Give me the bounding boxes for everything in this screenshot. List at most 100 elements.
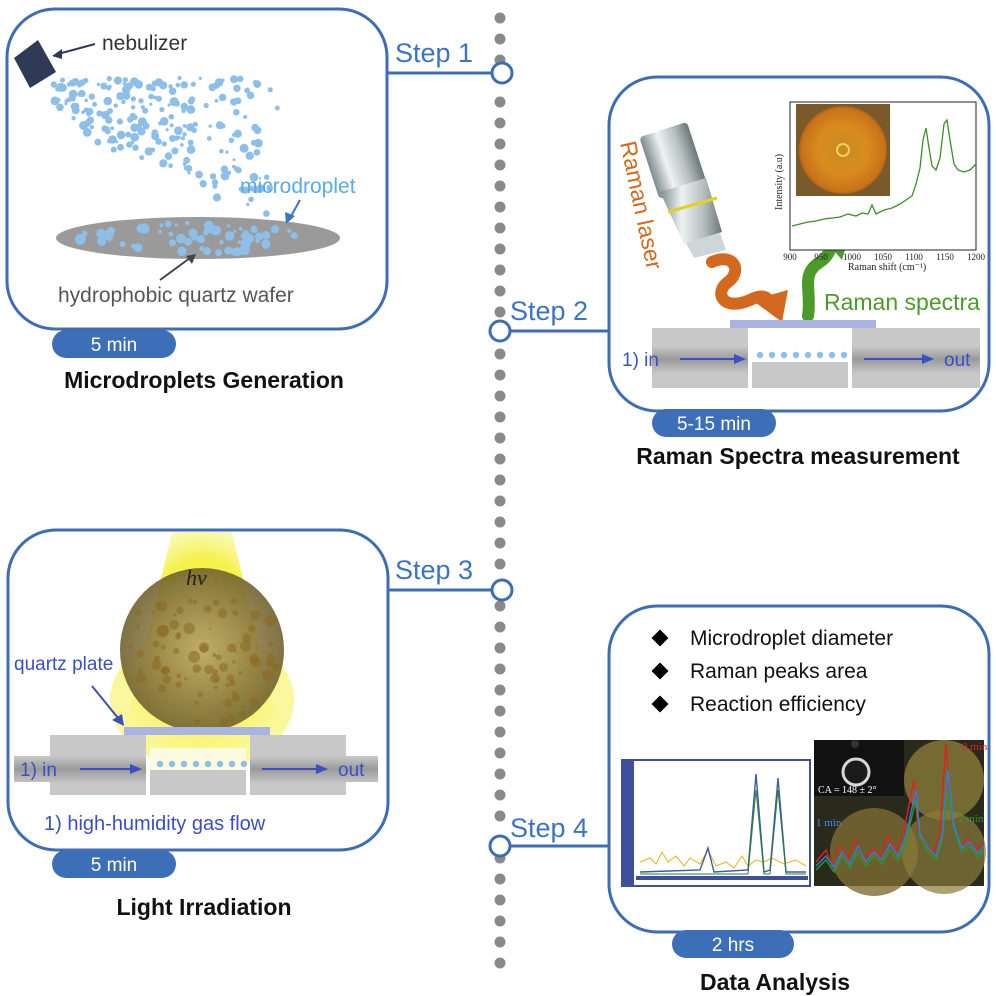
timeline-dot <box>494 96 506 108</box>
spray-droplet <box>185 164 193 173</box>
step1-duration: 5 min <box>91 335 137 356</box>
bubble <box>194 719 201 726</box>
quartz-plate-label: quartz plate <box>14 654 113 675</box>
spray-droplet <box>182 132 187 137</box>
spray-droplet <box>116 92 125 101</box>
step1-title: Microdroplets Generation <box>64 367 344 393</box>
timeline-dot <box>494 369 506 381</box>
spray-droplet <box>60 77 65 83</box>
wafer-droplet <box>82 231 88 237</box>
inset-tick-label: 1000 <box>843 252 862 262</box>
bubble <box>183 622 195 635</box>
chamber-droplet <box>228 760 236 768</box>
spray-droplet <box>110 146 117 153</box>
bubble <box>260 671 265 675</box>
spectra-fit-curve <box>640 789 806 875</box>
wafer-droplet <box>215 249 223 257</box>
step2-chamber-floor <box>752 362 848 388</box>
wafer-droplet <box>119 241 126 248</box>
spray-droplet <box>106 76 112 82</box>
timeline-dot <box>494 642 506 654</box>
wafer-droplet <box>168 231 174 237</box>
bullet-diamond-icon <box>651 629 669 647</box>
spray-droplet <box>256 184 265 193</box>
wafer-droplet <box>96 228 106 238</box>
spray-droplet <box>183 156 191 164</box>
spray-droplet <box>180 102 189 111</box>
wafer-droplet <box>159 223 164 228</box>
timeline-dot <box>494 516 506 528</box>
inset-tick-label: 1050 <box>874 252 893 262</box>
wafer-droplet <box>250 225 258 233</box>
timeline-dot <box>494 726 506 738</box>
step1-frame <box>5 7 389 331</box>
spectra-fit-noisy <box>639 848 807 869</box>
spray-droplet <box>126 141 133 148</box>
timeline-dot <box>494 915 506 927</box>
wafer-droplet <box>176 233 186 244</box>
time-label-0min: 0 min <box>962 741 988 753</box>
microdroplet-label: microdroplet <box>240 175 356 198</box>
spray-droplet <box>149 102 153 106</box>
bubble <box>226 674 235 682</box>
spray-droplet <box>116 130 126 140</box>
bubble <box>250 610 260 620</box>
wafer-droplet <box>177 246 187 256</box>
raman-spectra-label: Raman spectra <box>824 289 980 315</box>
chamber-droplet <box>768 351 776 359</box>
spray-droplet <box>161 141 167 147</box>
bullet-diamond-icon <box>651 662 669 680</box>
wafer-droplet <box>261 239 271 249</box>
spray-droplet <box>56 103 64 112</box>
spray-droplet <box>56 98 61 102</box>
spray-droplet <box>155 138 162 145</box>
step2-window <box>730 320 876 328</box>
inset-xlabel: Raman shift (cm⁻¹) <box>848 262 926 273</box>
step4-node <box>488 834 512 858</box>
inset-droplet-center <box>836 143 850 157</box>
wafer-droplet <box>255 232 264 241</box>
step2-node <box>488 319 512 343</box>
wafer-droplet <box>158 230 163 234</box>
bubble <box>200 644 208 653</box>
wafer-droplet <box>191 233 198 241</box>
step2-inlet-label: 1) in <box>622 350 659 371</box>
bubble <box>242 705 246 709</box>
bubble <box>220 701 224 705</box>
spray-droplet <box>206 136 212 141</box>
spray-droplet <box>110 126 115 131</box>
spray-droplet <box>92 101 97 107</box>
bubble <box>271 663 279 671</box>
spray-droplet <box>113 103 118 108</box>
wafer-droplet <box>204 223 214 234</box>
step3-label: Step 3 <box>395 555 473 585</box>
timeline-dot <box>494 138 506 150</box>
spray-droplet <box>246 202 250 207</box>
step4-duration: 2 hrs <box>712 935 754 956</box>
step3-title: Light Irradiation <box>116 894 291 920</box>
raman-map-droplet-c <box>902 810 986 894</box>
contact-angle-drop <box>841 757 871 787</box>
spray-droplet <box>50 81 57 88</box>
spray-droplet <box>122 85 131 94</box>
spray-droplet <box>148 93 154 100</box>
spray-droplet <box>130 105 136 110</box>
timeline-dot <box>494 684 506 696</box>
timeline-dot <box>494 453 506 465</box>
spray-droplet <box>225 150 229 154</box>
bubble <box>242 633 252 643</box>
timeline-dot <box>494 222 506 234</box>
spray-droplet <box>79 79 86 86</box>
spray-droplet <box>115 140 119 144</box>
spray-droplet <box>134 80 143 89</box>
timeline-dot <box>494 201 506 213</box>
bubble <box>232 609 239 616</box>
chamber-droplet <box>828 351 836 359</box>
timeline-dot <box>494 390 506 402</box>
timeline-dot <box>494 705 506 717</box>
chamber-droplet <box>840 351 848 359</box>
bubble <box>153 655 160 662</box>
spray-droplet <box>100 82 108 90</box>
step3-node <box>490 578 514 602</box>
step1-panel: Step 1 nebulizer microdroplet hydrophobi… <box>5 7 514 393</box>
